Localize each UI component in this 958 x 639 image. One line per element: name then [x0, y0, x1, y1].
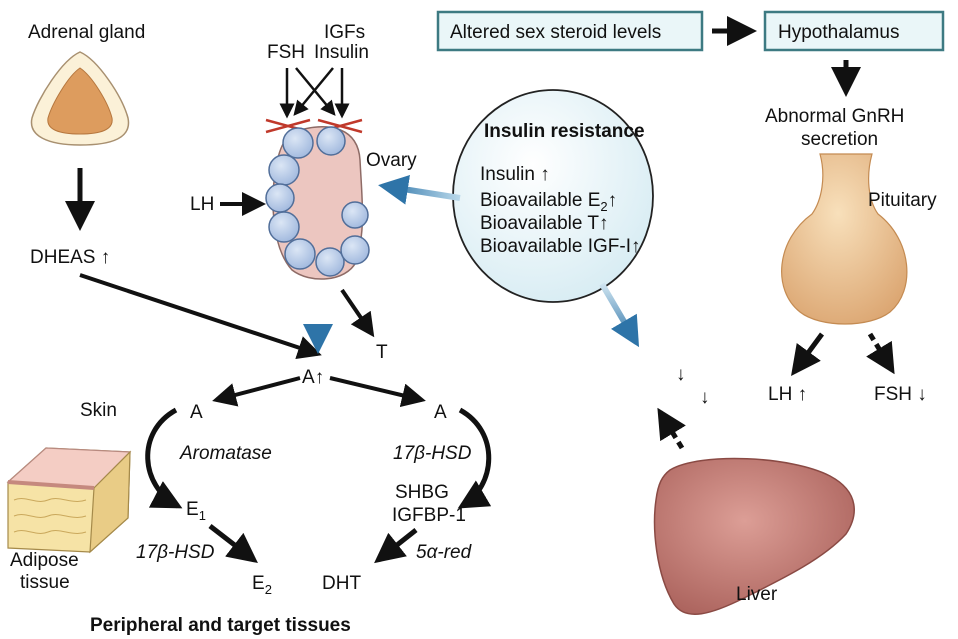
center-to-right-a-arrow	[329, 376, 426, 408]
ovary-input-arrows	[279, 67, 350, 119]
estrone-label: E1	[186, 499, 206, 523]
insulin-resistance-item-igf: Bioavailable IGF-I↑	[480, 236, 641, 257]
liver-illustration	[653, 457, 855, 616]
igfbp1-label: IGFBP-1	[392, 505, 466, 526]
lh-left-label: LH	[190, 194, 214, 215]
adrenal-gland-illustration	[30, 51, 130, 146]
aromatase-curved-arrow	[145, 407, 183, 509]
bubble-to-liver-blue-arrow	[599, 282, 640, 348]
decrease-arrow-2: ↓	[700, 387, 710, 408]
skin-label: Skin	[80, 400, 117, 421]
aromatase-label: Aromatase	[179, 443, 272, 464]
insulin-resistance-item-t: Bioavailable T↑	[480, 213, 609, 234]
fsh-top-label: FSH	[267, 42, 305, 63]
hsd-right-label: 17β-HSD	[393, 443, 472, 464]
fsh-bottom-label: FSH ↓	[874, 384, 927, 405]
adrenal-gland-label: Adrenal gland	[28, 22, 145, 43]
pituitary-to-lh-arrow	[791, 332, 825, 377]
hsd-curved-arrow	[457, 407, 492, 509]
skin-adipose-illustration	[6, 447, 132, 554]
insulin-resistance-item-insulin: Insulin ↑	[480, 164, 550, 185]
altered-sex-steroid-box	[436, 10, 704, 52]
liver-output-dashed-arrow	[657, 407, 686, 450]
adipose-label-line1: Adipose	[10, 550, 79, 571]
pituitary-label: Pituitary	[868, 190, 937, 211]
hypothalamus-box	[763, 10, 945, 52]
igfs-label: IGFs	[324, 22, 365, 43]
pituitary-to-fsh-dashed-arrow	[866, 332, 895, 375]
insulin-label: Insulin	[314, 42, 369, 63]
altered-sex-steroid-label: Altered sex steroid levels	[450, 22, 661, 43]
decrease-arrow-1: ↓	[676, 364, 686, 385]
pituitary-illustration	[781, 153, 908, 325]
ovary-label: Ovary	[366, 150, 417, 171]
peripheral-tissues-label: Peripheral and target tissues	[90, 615, 351, 636]
insulin-resistance-title: Insulin resistance	[484, 121, 645, 142]
estrone-to-estradiol-arrow	[208, 524, 258, 564]
androstenedione-center-label: A↑	[302, 367, 324, 388]
hypothalamus-label: Hypothalamus	[778, 22, 899, 43]
lh-bottom-label: LH ↑	[768, 384, 807, 405]
testosterone-label: T	[376, 342, 388, 363]
abnormal-gnrh-label-line2: secretion	[801, 129, 878, 150]
ovary-illustration	[265, 126, 370, 280]
center-to-left-a-arrow	[212, 376, 301, 407]
abnormal-gnrh-label-line1: Abnormal GnRH	[765, 106, 904, 127]
liver-label: Liver	[736, 584, 778, 605]
dht-label: DHT	[322, 573, 361, 594]
hsd-left-label: 17β-HSD	[136, 542, 215, 563]
androstenedione-left-label: A	[190, 402, 203, 423]
androstenedione-right-label: A	[434, 402, 447, 423]
insulin-resistance-item-e2: Bioavailable E2↑	[480, 190, 617, 214]
adipose-label-line2: tissue	[20, 572, 70, 593]
shbg-to-dht-arrow	[374, 528, 418, 564]
dheas-to-androstenedione-arrow	[79, 273, 322, 360]
shbg-label: SHBG	[395, 482, 449, 503]
estradiol-label: E2	[252, 573, 272, 597]
ovary-to-testosterone-arrow	[340, 288, 375, 338]
five-alpha-reductase-label: 5α-red	[416, 542, 473, 563]
dheas-label: DHEAS ↑	[30, 247, 110, 268]
bubble-to-ovary-blue-arrow	[378, 174, 461, 205]
